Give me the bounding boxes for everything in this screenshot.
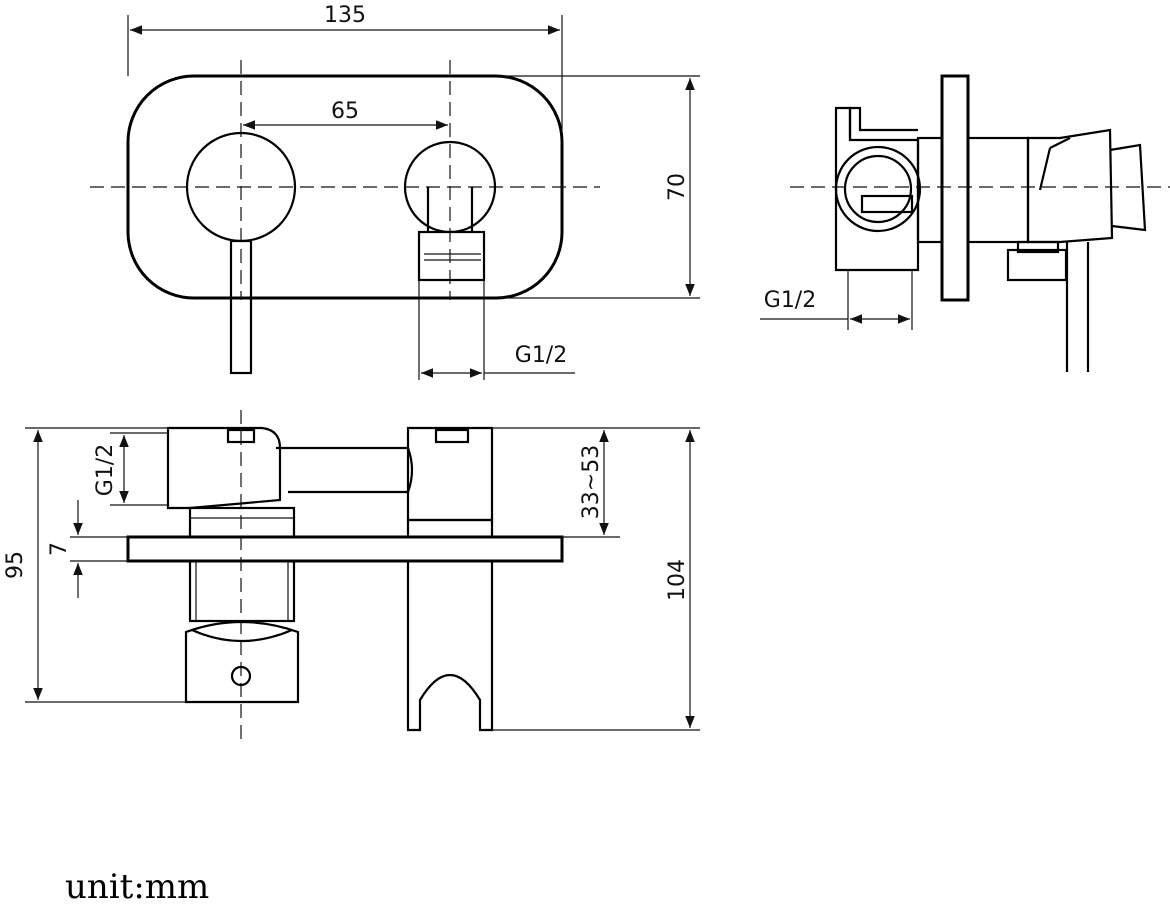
handle-lever [229,239,253,375]
side-connector [916,136,944,244]
dim-thread-front-label: G1/2 [515,343,567,368]
top-cartridge [188,559,296,623]
dim-spacing-label: 65 [331,99,359,124]
outlet-stem [426,187,474,232]
side-lower-fitting [1006,248,1068,282]
unit-label: unit:mm [65,867,209,905]
dim-adjust-label: 33~53 [579,445,604,519]
top-handle-screw [230,665,252,687]
side-valve-inner [843,154,913,224]
dim-thread-side-label: G1/2 [764,288,816,313]
side-wall-plate [940,74,970,302]
dim-holder-label: 104 [665,559,690,601]
dim-depth-label: 95 [3,551,28,579]
dim-thread-top-label: G1/2 [93,444,118,496]
top-connecting-pipe [276,446,414,494]
top-wall-plate [126,535,564,563]
side-bracket [834,106,920,272]
top-shower-holder [406,561,494,732]
dim-plate-label: 7 [47,542,72,556]
side-view: G1/2 [760,74,1170,372]
front-view: 135 65 70 G1/2 [90,3,700,380]
outlet-nut [417,230,486,282]
dim-width-label: 135 [324,3,366,28]
top-valve-body [166,426,282,510]
dim-height-label: 70 [665,173,690,201]
top-view: 95 G1/2 7 33~53 104 [3,410,700,740]
top-handle-cap [184,620,300,704]
side-valve-ring [834,145,922,233]
